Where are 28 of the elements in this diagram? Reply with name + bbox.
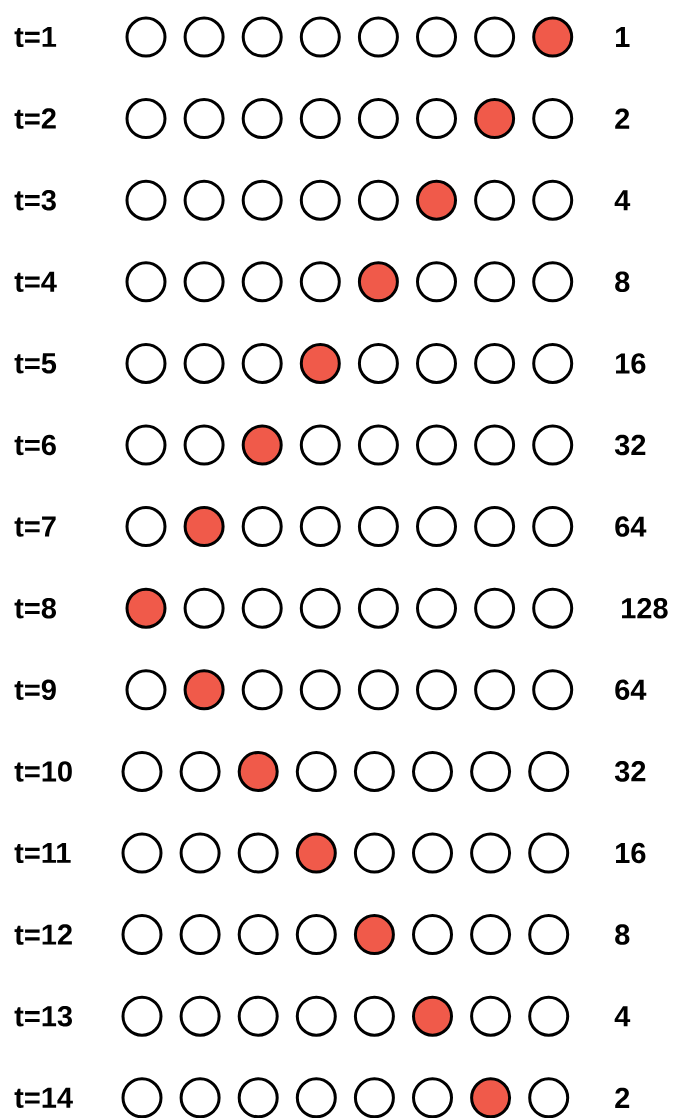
time-label: t=4 — [14, 271, 57, 292]
value-label: 4 — [614, 1006, 631, 1027]
value-label: 2 — [615, 108, 630, 129]
value-label: 64 — [615, 516, 647, 537]
value-label: 2 — [615, 1087, 630, 1108]
time-label: t=1 — [14, 26, 57, 48]
time-label: t=11 — [14, 842, 71, 864]
value-label: 64 — [615, 679, 647, 701]
time-label: t=12 — [14, 924, 72, 945]
value-label: 32 — [614, 761, 646, 782]
time-label: t=5 — [14, 353, 57, 374]
value-label: 4 — [614, 190, 631, 211]
time-label: t=2 — [14, 108, 56, 129]
value-label: 1 — [616, 27, 630, 47]
value-label: 8 — [615, 271, 630, 293]
time-label: t=7 — [14, 516, 56, 537]
time-label: t=6 — [14, 434, 56, 456]
value-label: 128 — [622, 597, 668, 619]
time-label: t=9 — [14, 679, 56, 701]
time-label: t=14 — [14, 1087, 73, 1108]
time-label: t=10 — [14, 761, 72, 782]
time-label: t=8 — [14, 597, 56, 619]
value-label: 16 — [616, 353, 646, 374]
value-label: 16 — [616, 842, 646, 864]
time-label: t=3 — [14, 189, 56, 211]
time-label: t=13 — [14, 1005, 72, 1027]
value-label: 8 — [615, 924, 630, 945]
value-label: 32 — [614, 434, 646, 456]
